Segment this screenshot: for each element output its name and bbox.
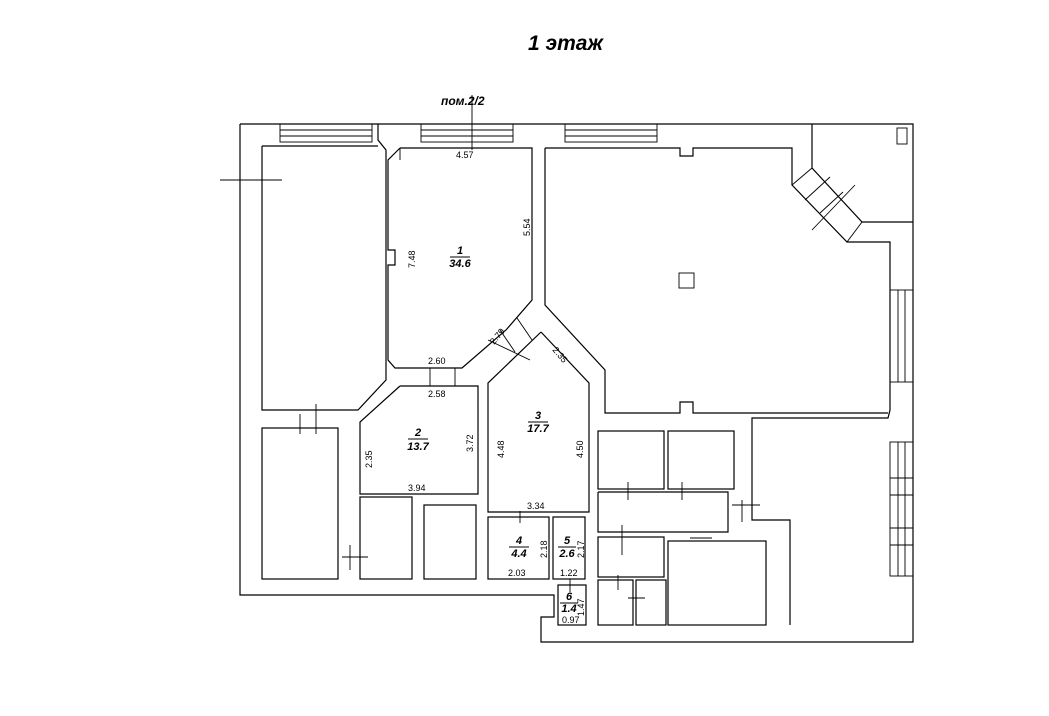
diagonal-door (791, 167, 863, 243)
svg-text:1.47: 1.47 (576, 598, 586, 616)
window-top-left (279, 123, 373, 143)
svg-text:3.72: 3.72 (465, 434, 475, 452)
svg-text:4: 4 (515, 535, 522, 547)
page-title: 1 этаж (528, 32, 604, 55)
svg-text:17.7: 17.7 (527, 423, 549, 435)
svg-text:1: 1 (457, 245, 463, 257)
room-5 (552, 516, 586, 580)
room-label-5: 5 2.6 (558, 535, 576, 560)
room-3 (487, 317, 590, 513)
svg-text:3.34: 3.34 (527, 501, 545, 511)
svg-text:7.48: 7.48 (407, 250, 417, 268)
svg-text:4.4: 4.4 (510, 548, 526, 560)
svg-text:1.4: 1.4 (561, 603, 576, 615)
svg-text:2.03: 2.03 (508, 568, 526, 578)
room-label-6: 6 1.4 (560, 591, 578, 615)
room-6 (557, 579, 587, 626)
svg-text:4.57: 4.57 (456, 150, 474, 160)
window-top-right (564, 123, 658, 143)
window-top-mid (420, 123, 514, 143)
room-label-4: 4 4.4 (509, 535, 529, 560)
svg-text:3.94: 3.94 (408, 483, 426, 493)
svg-text:3: 3 (535, 410, 541, 422)
outer-walls (239, 123, 914, 643)
svg-text:13.7: 13.7 (407, 441, 429, 453)
svg-text:2.35: 2.35 (550, 345, 569, 365)
svg-text:4.48: 4.48 (496, 440, 506, 458)
room-2 (359, 368, 479, 495)
svg-text:34.6: 34.6 (449, 258, 471, 270)
room-large-right (544, 124, 913, 625)
svg-text:2.6: 2.6 (558, 548, 575, 560)
room-label-1: 1 34.6 (449, 245, 471, 270)
svg-text:2.17: 2.17 (576, 540, 586, 558)
svg-text:2.18: 2.18 (539, 540, 549, 558)
window-right-lower (889, 441, 914, 577)
svg-text:0.97: 0.97 (562, 615, 580, 625)
svg-text:1.22: 1.22 (560, 568, 578, 578)
svg-text:5.54: 5.54 (522, 218, 532, 236)
left-entrance (220, 160, 282, 202)
svg-text:6: 6 (566, 591, 573, 603)
svg-text:2: 2 (414, 427, 421, 439)
svg-text:2.58: 2.58 (428, 389, 446, 399)
window-right-upper (889, 289, 914, 383)
svg-text:2.60: 2.60 (428, 356, 446, 366)
room-ref-label: пом.2/2 (441, 94, 485, 108)
svg-text:5: 5 (564, 535, 571, 547)
room-cluster-right (597, 430, 767, 626)
dimension-labels: 4.57 7.48 5.54 2.60 2.79 2.58 2.35 3.72 … (364, 150, 586, 625)
svg-text:4.50: 4.50 (575, 440, 585, 458)
room-label-3: 3 17.7 (527, 410, 549, 435)
room-1 (387, 147, 533, 369)
room-lower-left (261, 404, 477, 580)
svg-text:2.35: 2.35 (364, 450, 374, 468)
room-4 (487, 511, 550, 580)
room-label-2: 2 13.7 (407, 427, 429, 453)
